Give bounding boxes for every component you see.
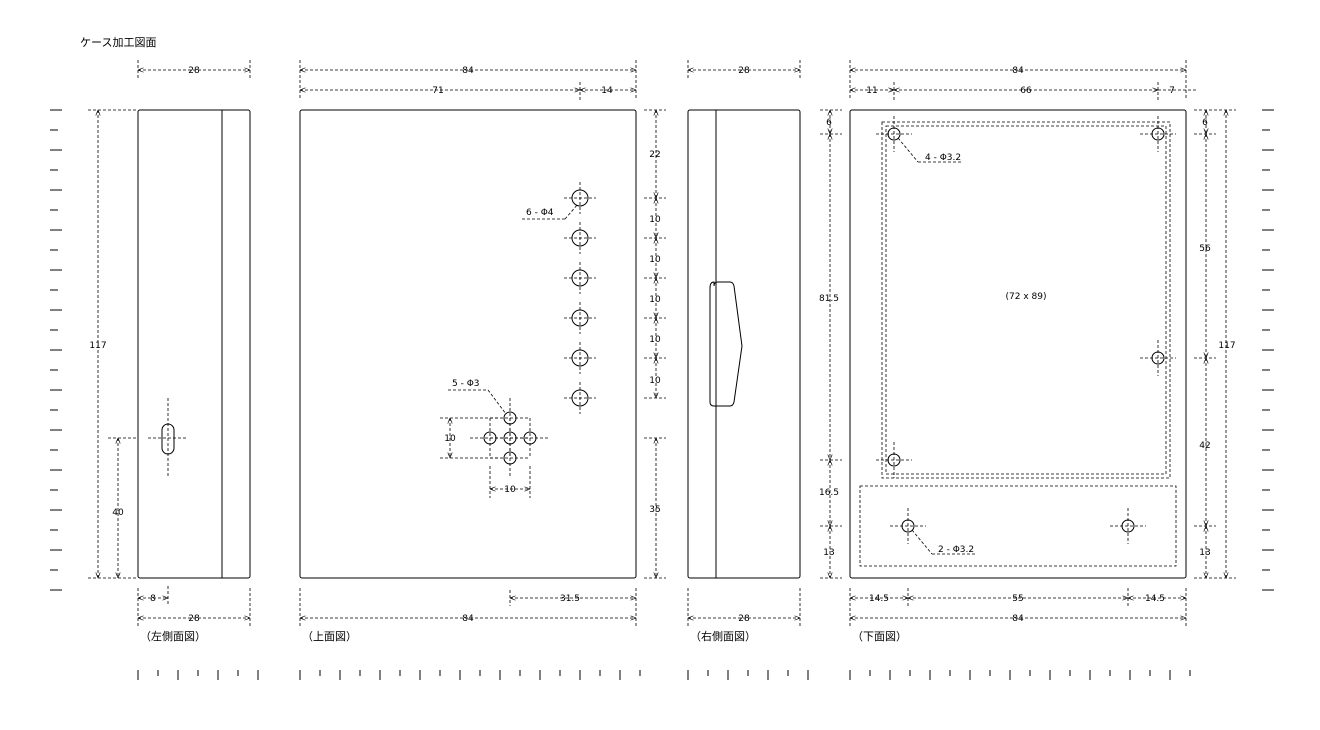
right-view-outline [687, 109, 801, 579]
note-6-phi4: 6 - Φ4 [526, 208, 554, 218]
dim-bottom-6-right: 6 [1202, 118, 1208, 128]
left-view-label: （左側面図） [140, 630, 206, 643]
dim-bottom-81-5: 81.5 [819, 294, 839, 304]
note-5-phi3: 5 - Φ3 [452, 379, 480, 389]
mount-hole [876, 116, 912, 152]
dim-right-width-bottom: 28 [738, 614, 750, 624]
dim-top-10e: 10 [649, 376, 661, 386]
dim-top-10c: 10 [649, 295, 661, 305]
dim-left-width-bottom: 28 [188, 614, 200, 624]
dim-right-width-top: 28 [738, 66, 750, 76]
mount-hole [1140, 340, 1176, 376]
dim-left-40: 40 [112, 508, 124, 518]
connector-cutout [709, 281, 743, 407]
drawing-title: ケース加工図面 [80, 36, 156, 49]
dim-left-width-top: 28 [188, 66, 200, 76]
dim-bottom-117: 117 [1218, 341, 1235, 351]
mount-hole [1140, 116, 1176, 152]
hole-phi4 [564, 182, 596, 214]
dim-bottom-width-top: 84 [1012, 66, 1024, 76]
note-4-phi3-2: 4 - Φ3.2 [925, 153, 961, 163]
hole-phi4 [564, 342, 596, 374]
dim-bottom-6-left: 6 [826, 118, 832, 128]
pcb-area-outer [881, 121, 1171, 479]
left-view-outline [137, 109, 251, 579]
battery-area [859, 485, 1177, 567]
dim-top-22: 22 [649, 150, 660, 160]
right-side-view: 28 28 （右側面図） [687, 60, 801, 643]
dim-top-14: 14 [601, 86, 613, 96]
dim-bottom-42: 42 [1199, 441, 1210, 451]
ruler-ticks [50, 109, 1274, 680]
dim-top-10-vert: 10 [444, 434, 456, 444]
mount-holes-phi3-2 [876, 116, 1176, 544]
dim-top-10d: 10 [649, 335, 661, 345]
dim-top-10-horiz: 10 [504, 485, 516, 495]
mount-hole [1110, 508, 1146, 544]
dim-top-width-top: 84 [462, 66, 474, 76]
dim-left-height: 117 [89, 341, 106, 351]
pcb-area-inner [885, 125, 1167, 475]
hole-phi4 [564, 382, 596, 414]
dim-bottom-14-5-right: 14.5 [1145, 594, 1165, 604]
dim-bottom-7: 7 [1169, 86, 1175, 96]
right-view-label: （右側面図） [690, 629, 756, 643]
note-area-72x89: (72 x 89) [1006, 292, 1047, 302]
dim-left-8: 8 [150, 594, 156, 604]
dim-top-10a: 10 [649, 215, 661, 225]
hole-column-phi4 [564, 182, 596, 414]
bottom-view-outline [849, 109, 1187, 579]
top-view: 6 - Φ4 5 - Φ3 84 71 14 22 10 10 10 10 [299, 60, 666, 643]
mount-hole [876, 442, 912, 478]
dim-bottom-13-right: 13 [1199, 548, 1210, 558]
hole-phi4 [564, 302, 596, 334]
top-view-label: （上面図） [302, 630, 357, 643]
dim-top-35: 35 [649, 505, 660, 515]
left-side-view: 28 117 40 8 28 （左側面図） [88, 60, 251, 643]
dim-bottom-width-bottom: 84 [1012, 614, 1024, 624]
dim-top-10b: 10 [649, 255, 661, 265]
dim-bottom-13-left: 13 [823, 548, 834, 558]
dim-bottom-14-5-left: 14.5 [869, 594, 889, 604]
top-view-outline [299, 109, 637, 579]
note-2-phi3-2: 2 - Φ3.2 [938, 545, 974, 555]
dim-bottom-55: 55 [1012, 594, 1023, 604]
bottom-view: (72 x 89) 4 - Φ3.2 2 - Φ3.2 84 11 66 7 6… [819, 60, 1236, 643]
dim-top-31-5: 31.5 [560, 594, 580, 604]
mount-hole [890, 508, 926, 544]
dim-bottom-16-5: 16.5 [819, 488, 839, 498]
dim-bottom-11: 11 [866, 86, 877, 96]
hole-phi4 [564, 262, 596, 294]
hole-phi4 [564, 222, 596, 254]
dim-top-width-bottom: 84 [462, 614, 474, 624]
hole-cross-phi3 [470, 398, 550, 478]
dim-bottom-56: 56 [1199, 244, 1211, 254]
dim-bottom-66: 66 [1020, 86, 1032, 96]
hole-phi3 [510, 418, 550, 458]
dim-top-71: 71 [432, 86, 443, 96]
bottom-view-label: （下面図） [852, 630, 907, 643]
